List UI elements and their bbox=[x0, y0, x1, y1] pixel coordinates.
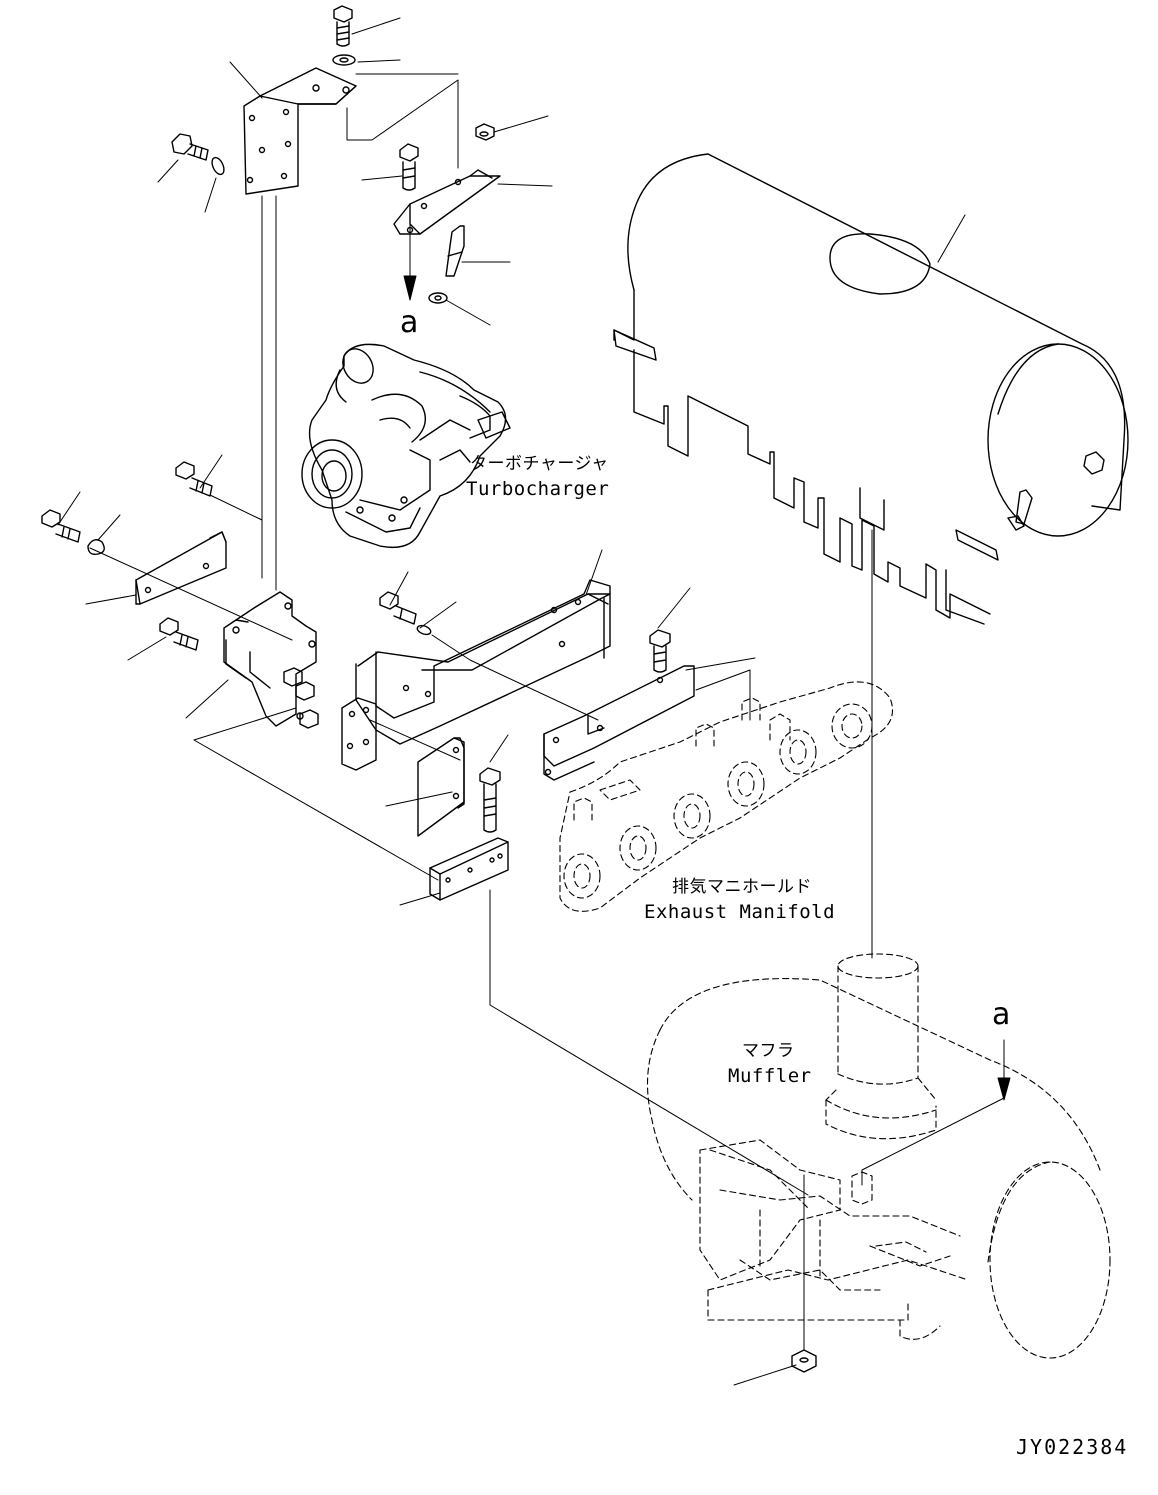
turbo-stay-bracket bbox=[394, 124, 500, 303]
arrow-a-callout-right: a bbox=[992, 997, 1011, 1032]
long-bolt bbox=[480, 768, 500, 832]
turbocharger bbox=[302, 343, 510, 547]
left-bolts bbox=[42, 462, 212, 650]
exhaust-manifold bbox=[560, 682, 893, 911]
block-spacer bbox=[430, 838, 508, 900]
muffler-label-jp: マフラ bbox=[742, 1041, 795, 1061]
bottom-nut bbox=[792, 1350, 816, 1372]
vertical-plate-bracket bbox=[224, 592, 318, 728]
turbocharger-label-en: Turbocharger bbox=[466, 478, 610, 500]
muffler-lower bbox=[648, 954, 1111, 1358]
manifold-label-en: Exhaust Manifold bbox=[644, 901, 836, 923]
angled-plate bbox=[418, 738, 464, 836]
top-bolt bbox=[333, 6, 355, 65]
muffler-label-en: Muffler bbox=[728, 1065, 812, 1087]
long-crossmember-bracket bbox=[342, 580, 610, 770]
manifold-bracket bbox=[544, 630, 694, 780]
document-id: JY022384 bbox=[1016, 1435, 1129, 1459]
left-small-bracket bbox=[136, 532, 226, 604]
leader-lines bbox=[58, 18, 965, 1385]
turbocharger-label-jp: ターボチャージャ bbox=[470, 454, 609, 474]
connection-lines bbox=[90, 74, 1010, 1350]
upper-bracket bbox=[244, 68, 356, 194]
left-bolt-upper bbox=[172, 134, 226, 176]
arrow-a-callout-top: a bbox=[400, 305, 419, 340]
muffler-upper bbox=[614, 154, 1128, 624]
manifold-label-jp: 排気マニホールド bbox=[672, 877, 812, 897]
